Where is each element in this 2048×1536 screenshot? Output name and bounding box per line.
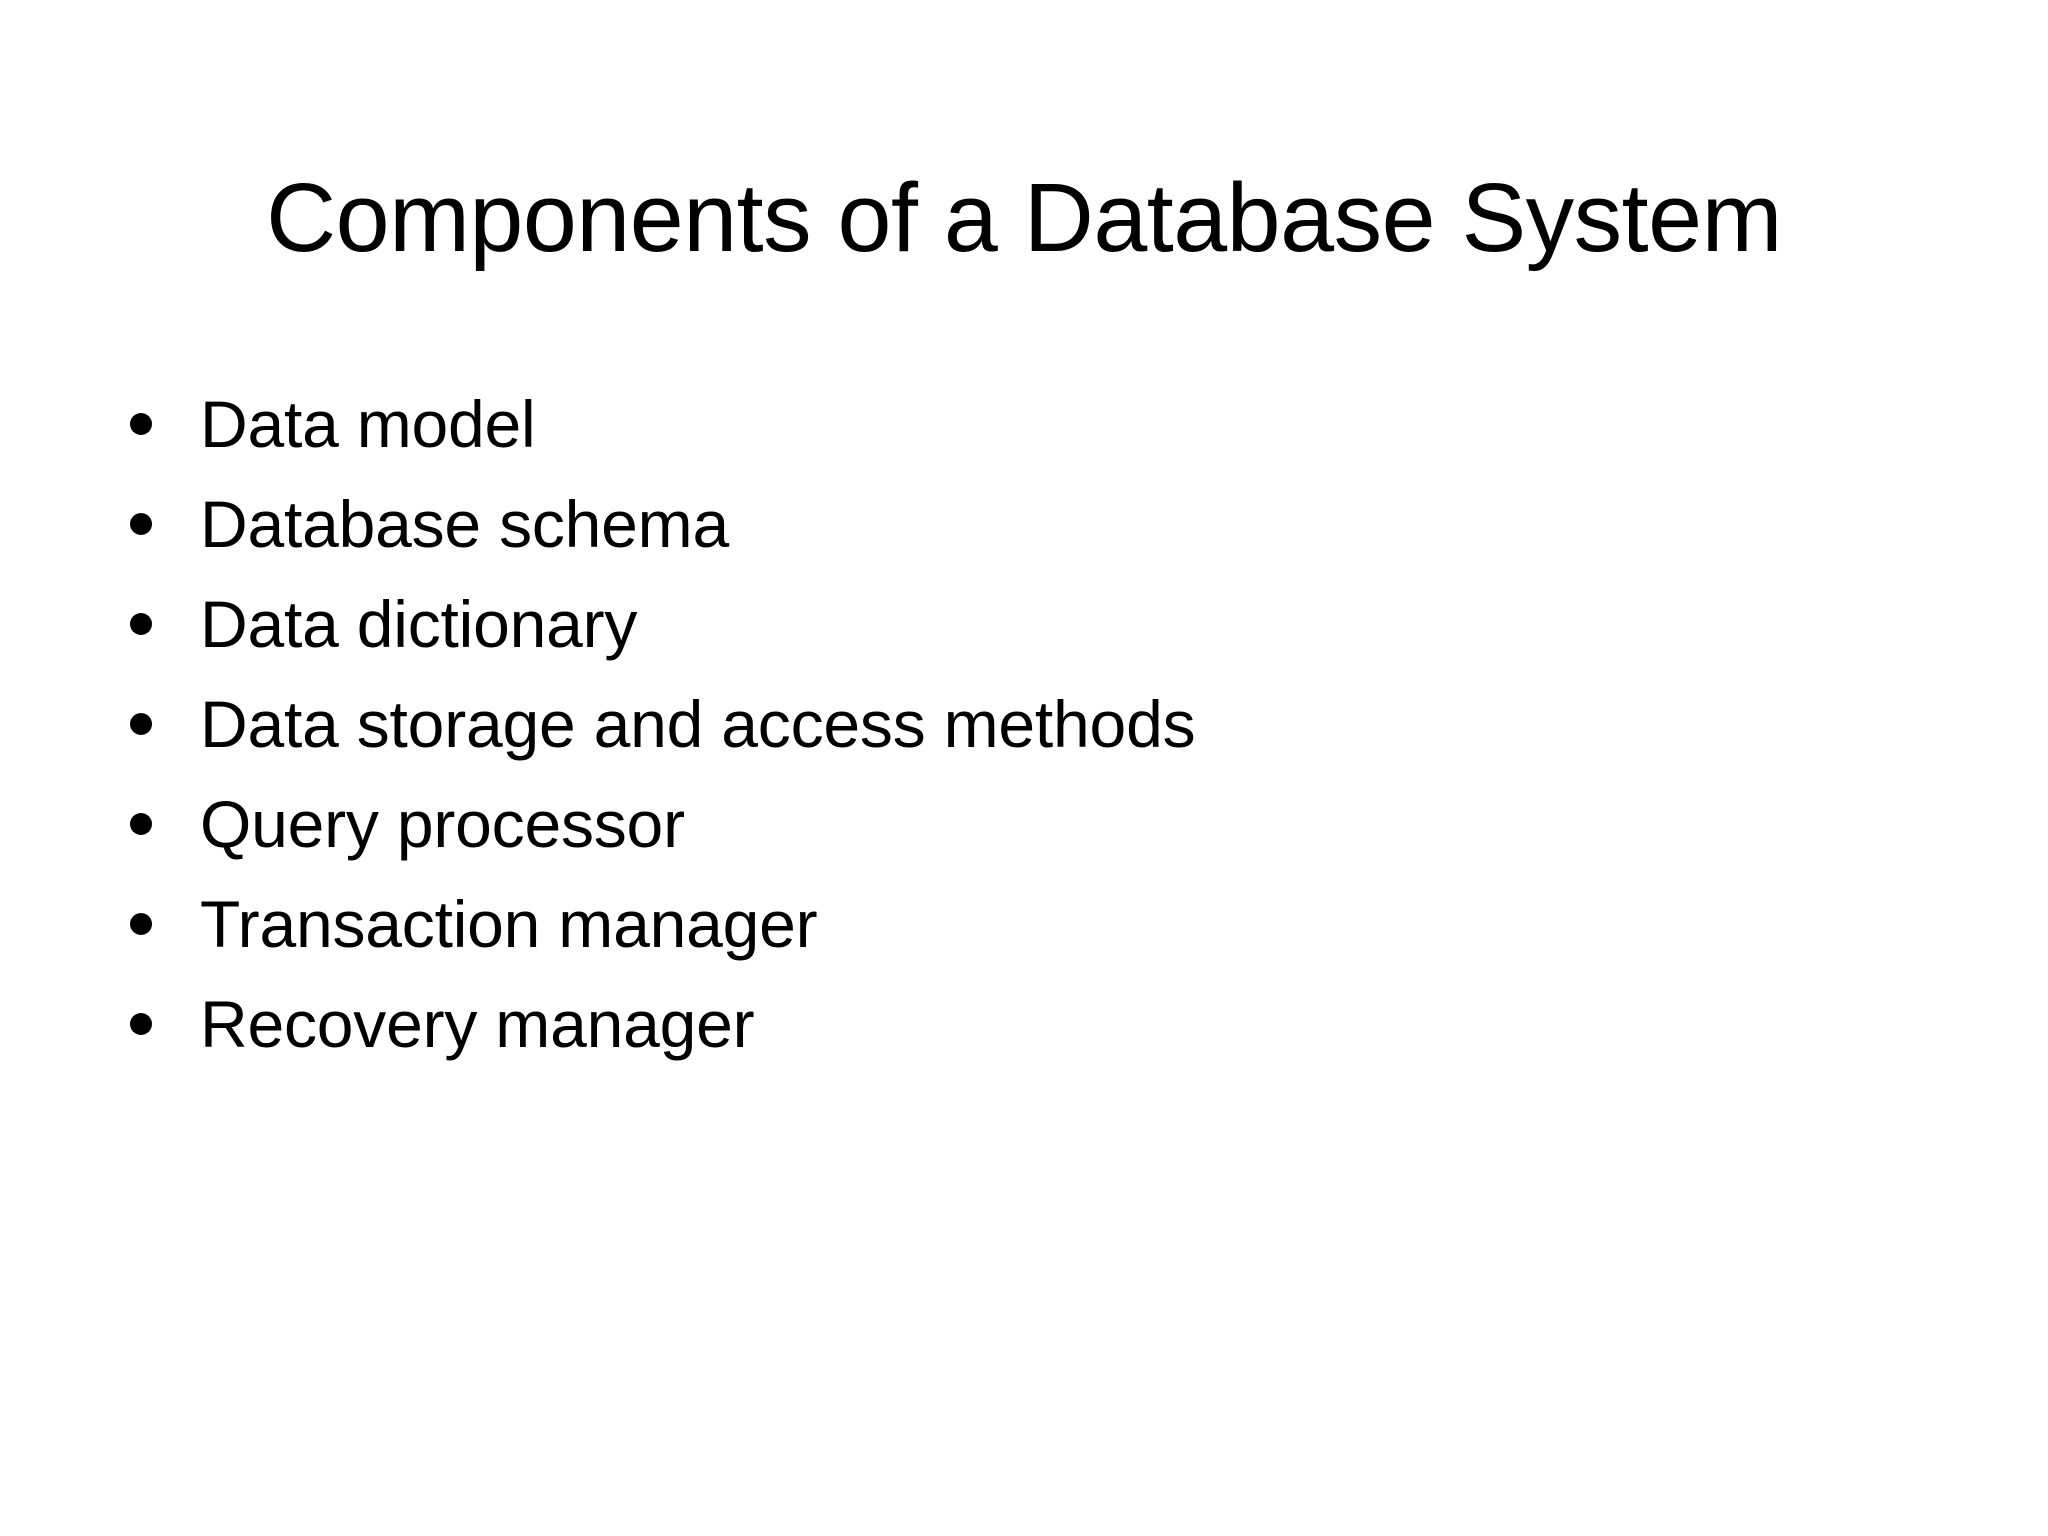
- slide-title: Components of a Database System: [266, 162, 1782, 272]
- list-item-label: Query processor: [200, 787, 685, 861]
- bullet-list: Data model Database schema Data dictiona…: [0, 374, 2048, 1074]
- bullet-dot-icon: [130, 513, 152, 535]
- list-item-label: Data model: [200, 387, 536, 461]
- list-item: Data storage and access methods: [0, 674, 2048, 774]
- list-item: Recovery manager: [0, 974, 2048, 1074]
- bullet-dot-icon: [130, 1013, 152, 1035]
- list-item-label: Database schema: [200, 487, 729, 561]
- list-item: Data dictionary: [0, 574, 2048, 674]
- bullet-dot-icon: [130, 813, 152, 835]
- list-item: Transaction manager: [0, 874, 2048, 974]
- bullet-dot-icon: [130, 613, 152, 635]
- bullet-dot-icon: [130, 913, 152, 935]
- list-item-label: Recovery manager: [200, 987, 755, 1061]
- list-item-label: Data storage and access methods: [200, 687, 1196, 761]
- list-item: Data model: [0, 374, 2048, 474]
- bullet-dot-icon: [130, 713, 152, 735]
- bullet-dot-icon: [130, 413, 152, 435]
- list-item-label: Transaction manager: [200, 887, 818, 961]
- list-item: Database schema: [0, 474, 2048, 574]
- list-item: Query processor: [0, 774, 2048, 874]
- list-item-label: Data dictionary: [200, 587, 638, 661]
